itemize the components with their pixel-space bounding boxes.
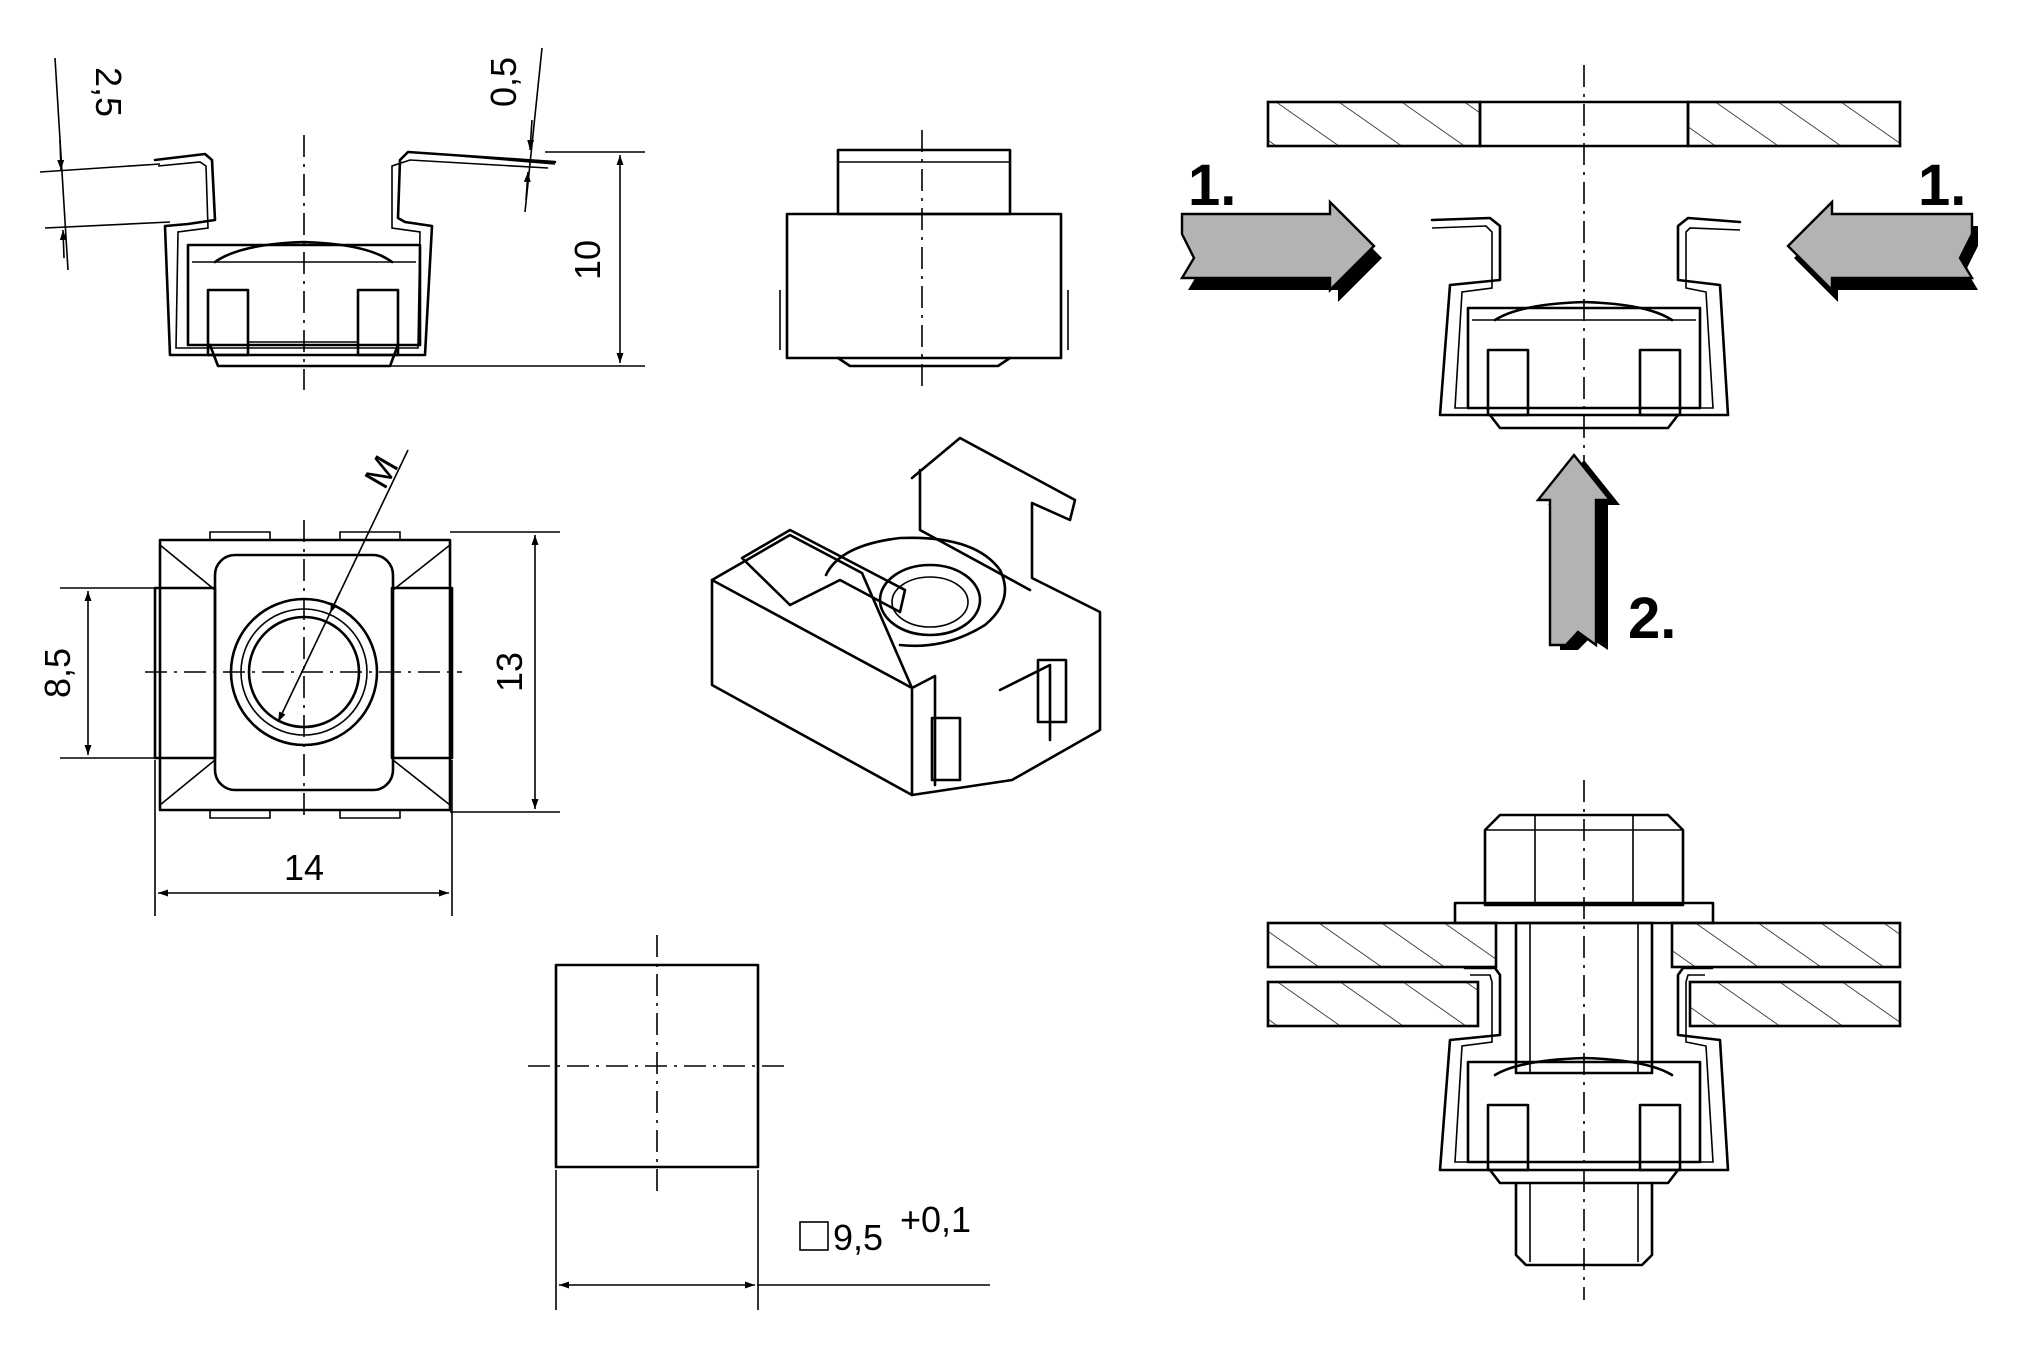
install-right-tab	[1638, 348, 1682, 417]
side-bottom-skirt	[836, 356, 1012, 368]
assembled-right-tab	[1638, 1103, 1682, 1172]
iso-nut-hole-inner	[891, 576, 969, 628]
arrow-0-5-b	[523, 171, 531, 201]
iso-left-tab	[740, 528, 907, 614]
top-nut-square	[213, 553, 395, 792]
thread-mid-circle	[240, 608, 368, 736]
install-nut-body	[1466, 306, 1702, 410]
dim-label-2-5: 2,5	[88, 67, 129, 117]
top-tabs-top	[209, 531, 401, 540]
dim-label-13: 13	[489, 652, 530, 692]
top-corner-lines	[159, 544, 451, 806]
m-leader-line	[277, 449, 409, 723]
panel-right-hatch	[1686, 100, 1902, 148]
assembled-nut-dome	[1493, 1056, 1674, 1077]
iso-clip-front-2	[1036, 658, 1068, 724]
arrow-step1-left-fill	[1179, 199, 1376, 293]
assembled-panel-upper-left	[1266, 921, 1498, 969]
m-leader-arrow-2	[329, 591, 341, 614]
arrow-step1-right-fill	[1786, 199, 1975, 293]
cage-outline-outer	[153, 150, 557, 357]
dim-label-m: M	[356, 449, 407, 495]
thread-inner-circle	[247, 615, 361, 729]
assembled-panel-upper-right	[1670, 921, 1902, 969]
assembled-view	[1266, 780, 1902, 1300]
iso-back-tab-inner	[918, 468, 1032, 592]
dim-label-0-5: 0,5	[483, 57, 524, 107]
step1-label-left: 1.	[1188, 153, 1236, 218]
top-right-clip	[390, 586, 454, 760]
square-symbol-icon	[799, 1221, 829, 1251]
side-top-block	[836, 148, 1012, 216]
nut-dome	[213, 240, 394, 264]
install-nut-dome	[1493, 300, 1674, 322]
assembled-cage-outer	[1438, 966, 1730, 1172]
arrow-0-5-a	[527, 119, 535, 151]
bolt-tip	[1514, 1181, 1654, 1267]
step2-label: 2.	[1628, 586, 1676, 651]
side-view	[779, 130, 1069, 390]
front-view: 10 2,5 0,5	[39, 47, 645, 390]
ext-2-5-a	[39, 163, 161, 173]
arrow-2-5-a	[57, 139, 65, 171]
top-view: M 8,5 13 14	[37, 449, 560, 916]
dim-label-10: 10	[567, 240, 608, 280]
cage-outline-inner	[157, 159, 549, 349]
isometric-view	[710, 436, 1102, 797]
arrow-2-5-b	[59, 229, 67, 259]
thread-outer-circle	[229, 597, 379, 747]
left-tab	[206, 288, 250, 357]
top-outer-square	[158, 538, 452, 812]
dim-label-tolerance: +0,1	[900, 1199, 971, 1240]
iso-nut-hole	[878, 563, 982, 637]
install-cage-outer	[1430, 216, 1742, 417]
arrow-step2-fill	[1535, 453, 1613, 648]
right-tab	[356, 288, 400, 357]
iso-top-left	[710, 533, 914, 690]
panel-left-hatch	[1266, 100, 1482, 148]
iso-clip-front-1	[930, 716, 962, 782]
top-left-clip	[153, 586, 217, 760]
install-left-tab	[1486, 348, 1530, 417]
dim-label-14: 14	[284, 847, 324, 888]
assembled-nut-skirt	[1488, 1168, 1680, 1185]
panel-cutout-view: 9,5 +0,1	[528, 935, 990, 1310]
top-tabs-bottom	[209, 810, 401, 819]
assembled-left-tab	[1486, 1103, 1530, 1172]
assembled-panel-lower-left	[1266, 980, 1480, 1028]
ext-0-5	[459, 155, 556, 165]
iso-right-edge	[910, 663, 1052, 787]
assembled-panel-lower-right	[1688, 980, 1902, 1028]
iso-nut-ring-outer	[824, 536, 1007, 648]
bolt-head-facets	[1485, 815, 1683, 905]
iso-back-tab	[910, 436, 1102, 797]
install-nut-skirt	[1488, 413, 1680, 430]
ext-2-5-b	[44, 221, 171, 229]
dim-label-8-5: 8,5	[37, 648, 78, 698]
step1-label-right: 1.	[1918, 153, 1966, 218]
install-cage-inner	[1431, 225, 1741, 409]
side-main-body	[785, 212, 1063, 360]
bolt-shank	[1514, 921, 1654, 1075]
dim-label-9-5: 9,5	[833, 1217, 883, 1258]
installation-view: 1. 1. 2.	[1179, 65, 1978, 651]
